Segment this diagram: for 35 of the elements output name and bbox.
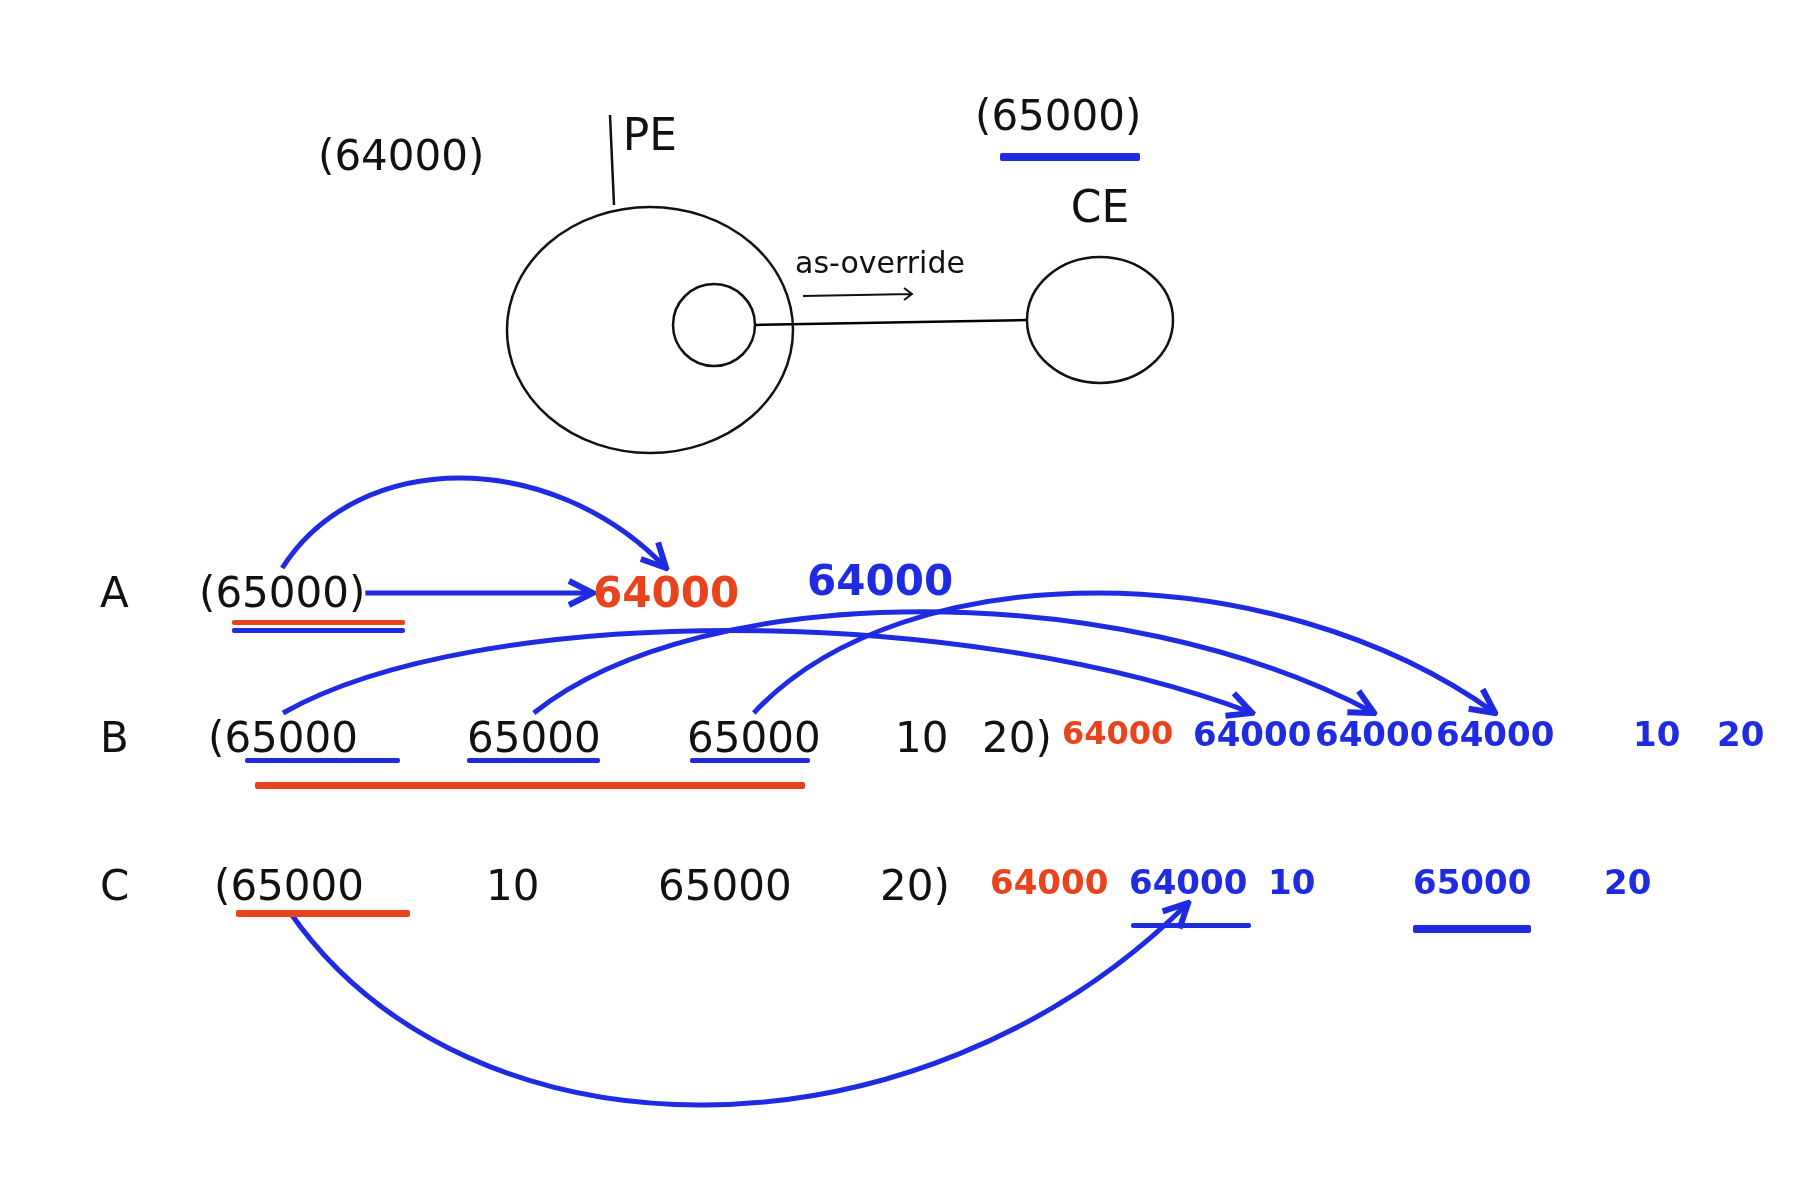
- as-number: 20: [1604, 865, 1652, 899]
- as-number: 65000: [658, 865, 792, 907]
- as-number: (65000: [214, 865, 364, 907]
- as-number: 65000: [687, 717, 821, 759]
- as-number: 10: [486, 865, 540, 907]
- as-number: 20: [1717, 717, 1765, 751]
- arrow: [365, 578, 596, 608]
- arrow: [752, 590, 1499, 716]
- as-number: 64000: [1193, 717, 1312, 751]
- as-number: 10: [895, 717, 949, 759]
- as-number: 10: [1633, 717, 1681, 751]
- as-number: 64000: [807, 560, 954, 602]
- row-letter: C: [100, 865, 130, 907]
- arrow: [281, 628, 1256, 720]
- as-number: 65000: [1413, 865, 1532, 899]
- arrow: [532, 609, 1378, 717]
- as-number: 64000: [1129, 865, 1248, 899]
- as-number: (65000: [208, 717, 358, 759]
- arrow: [280, 475, 670, 571]
- router-label: PE: [621, 113, 679, 157]
- as-number: (65000): [199, 572, 366, 614]
- as-number: 20): [880, 865, 950, 907]
- as-number: 64000: [1062, 717, 1174, 749]
- as-number: 65000: [467, 717, 601, 759]
- router-label: CE: [1069, 185, 1131, 229]
- as-number: (64000): [318, 135, 485, 177]
- row-letter: A: [100, 572, 129, 614]
- as-number: 20): [982, 717, 1052, 759]
- as-number: 64000: [1315, 717, 1434, 751]
- row-letter: B: [100, 717, 129, 759]
- as-number: (65000): [975, 95, 1142, 137]
- as-number: 10: [1268, 865, 1316, 899]
- as-number: 64000: [990, 865, 1109, 899]
- as-number: 64000: [593, 572, 740, 614]
- as-number: 64000: [1436, 717, 1555, 751]
